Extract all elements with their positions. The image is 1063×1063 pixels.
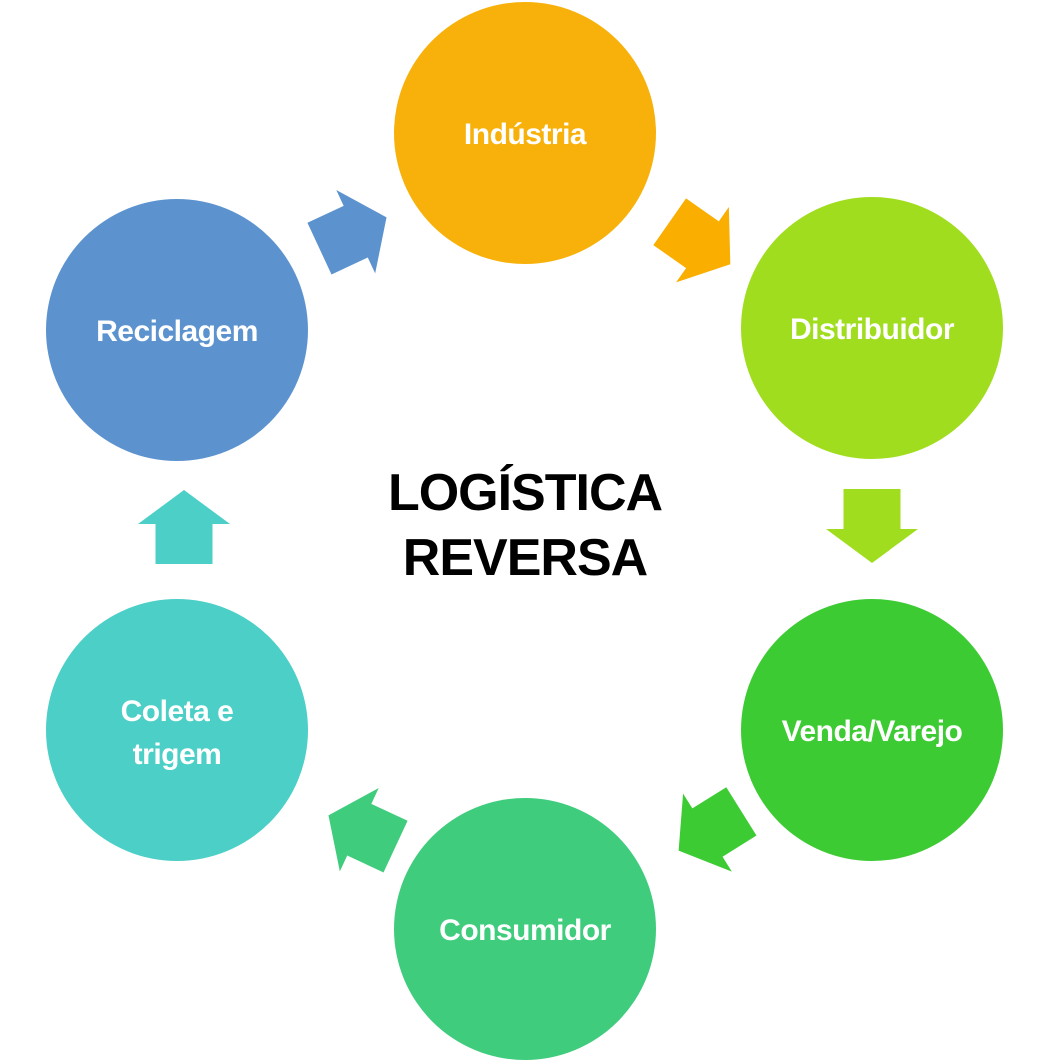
node-industria-label: Indústria xyxy=(464,118,587,151)
node-industria: Indústria xyxy=(394,2,656,264)
node-industria-circle xyxy=(394,2,656,264)
node-distribuidor-label: Distribuidor xyxy=(790,313,955,346)
arrow-industria-to-distribuidor-icon xyxy=(653,198,731,283)
node-reciclagem-circle xyxy=(46,199,308,461)
node-coleta-e-trigem-label-line1: Coleta e xyxy=(121,695,234,728)
arrow-distribuidor-to-venda-icon xyxy=(826,489,918,563)
node-reciclagem: Reciclagem xyxy=(46,199,308,461)
node-venda-varejo: Venda/Varejo xyxy=(741,599,1003,861)
node-coleta-e-trigem: Coleta e trigem xyxy=(46,599,308,861)
node-venda-varejo-label: Venda/Varejo xyxy=(782,715,963,748)
diagram-title-line1: LOGÍSTICA xyxy=(388,464,663,522)
arrow-venda-to-consumidor-icon xyxy=(678,787,757,872)
arrow-consumidor-to-coleta-icon xyxy=(328,788,408,873)
diagram-title-line2: REVERSA xyxy=(403,529,648,587)
node-consumidor-label: Consumidor xyxy=(439,914,611,947)
node-consumidor: Consumidor xyxy=(394,798,656,1060)
node-venda-varejo-circle xyxy=(741,599,1003,861)
diagram-title: LOGÍSTICA REVERSA xyxy=(388,464,664,587)
node-distribuidor: Distribuidor xyxy=(741,197,1003,459)
arrows-layer xyxy=(138,190,918,873)
arrow-reciclagem-to-industria-icon xyxy=(307,190,387,275)
arrow-coleta-to-reciclagem-icon xyxy=(138,490,230,564)
node-reciclagem-label: Reciclagem xyxy=(96,315,258,348)
node-coleta-e-trigem-label-line2: trigem xyxy=(133,738,222,771)
node-consumidor-circle xyxy=(394,798,656,1060)
node-coleta-e-trigem-circle xyxy=(46,599,308,861)
node-distribuidor-circle xyxy=(741,197,1003,459)
nodes-layer: Indústria Distribuidor Venda/Varejo Cons… xyxy=(46,2,1003,1060)
